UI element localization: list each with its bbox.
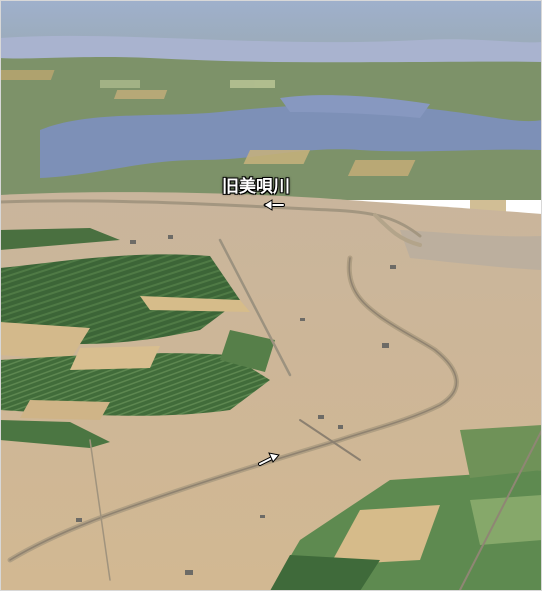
field-tan-lower-right [330, 505, 440, 565]
river-label: 旧美唄川 [222, 177, 290, 197]
flood-right-pool [400, 230, 542, 270]
distant-river [0, 35, 542, 63]
field-tan-left [0, 322, 90, 360]
field-small-green [220, 330, 275, 372]
field-green-mid-left [0, 254, 240, 345]
field-dark-lower-right [270, 555, 380, 591]
arrow-upper [263, 199, 285, 211]
distant-flooded-patch [280, 95, 430, 118]
field-green-lower-left [0, 353, 270, 416]
embankments [0, 199, 542, 591]
field-tan-small [20, 400, 110, 420]
field-pale-right [470, 495, 542, 545]
buildings [76, 235, 396, 575]
field-green-upper-left [0, 228, 120, 250]
field-green-far-right [460, 425, 542, 478]
field-tan-mid [70, 346, 160, 370]
field-tan-strip [140, 296, 250, 312]
field-green-bottom-left [0, 420, 110, 448]
arrow-lower [258, 452, 280, 466]
distant-flooded-area [40, 104, 542, 178]
